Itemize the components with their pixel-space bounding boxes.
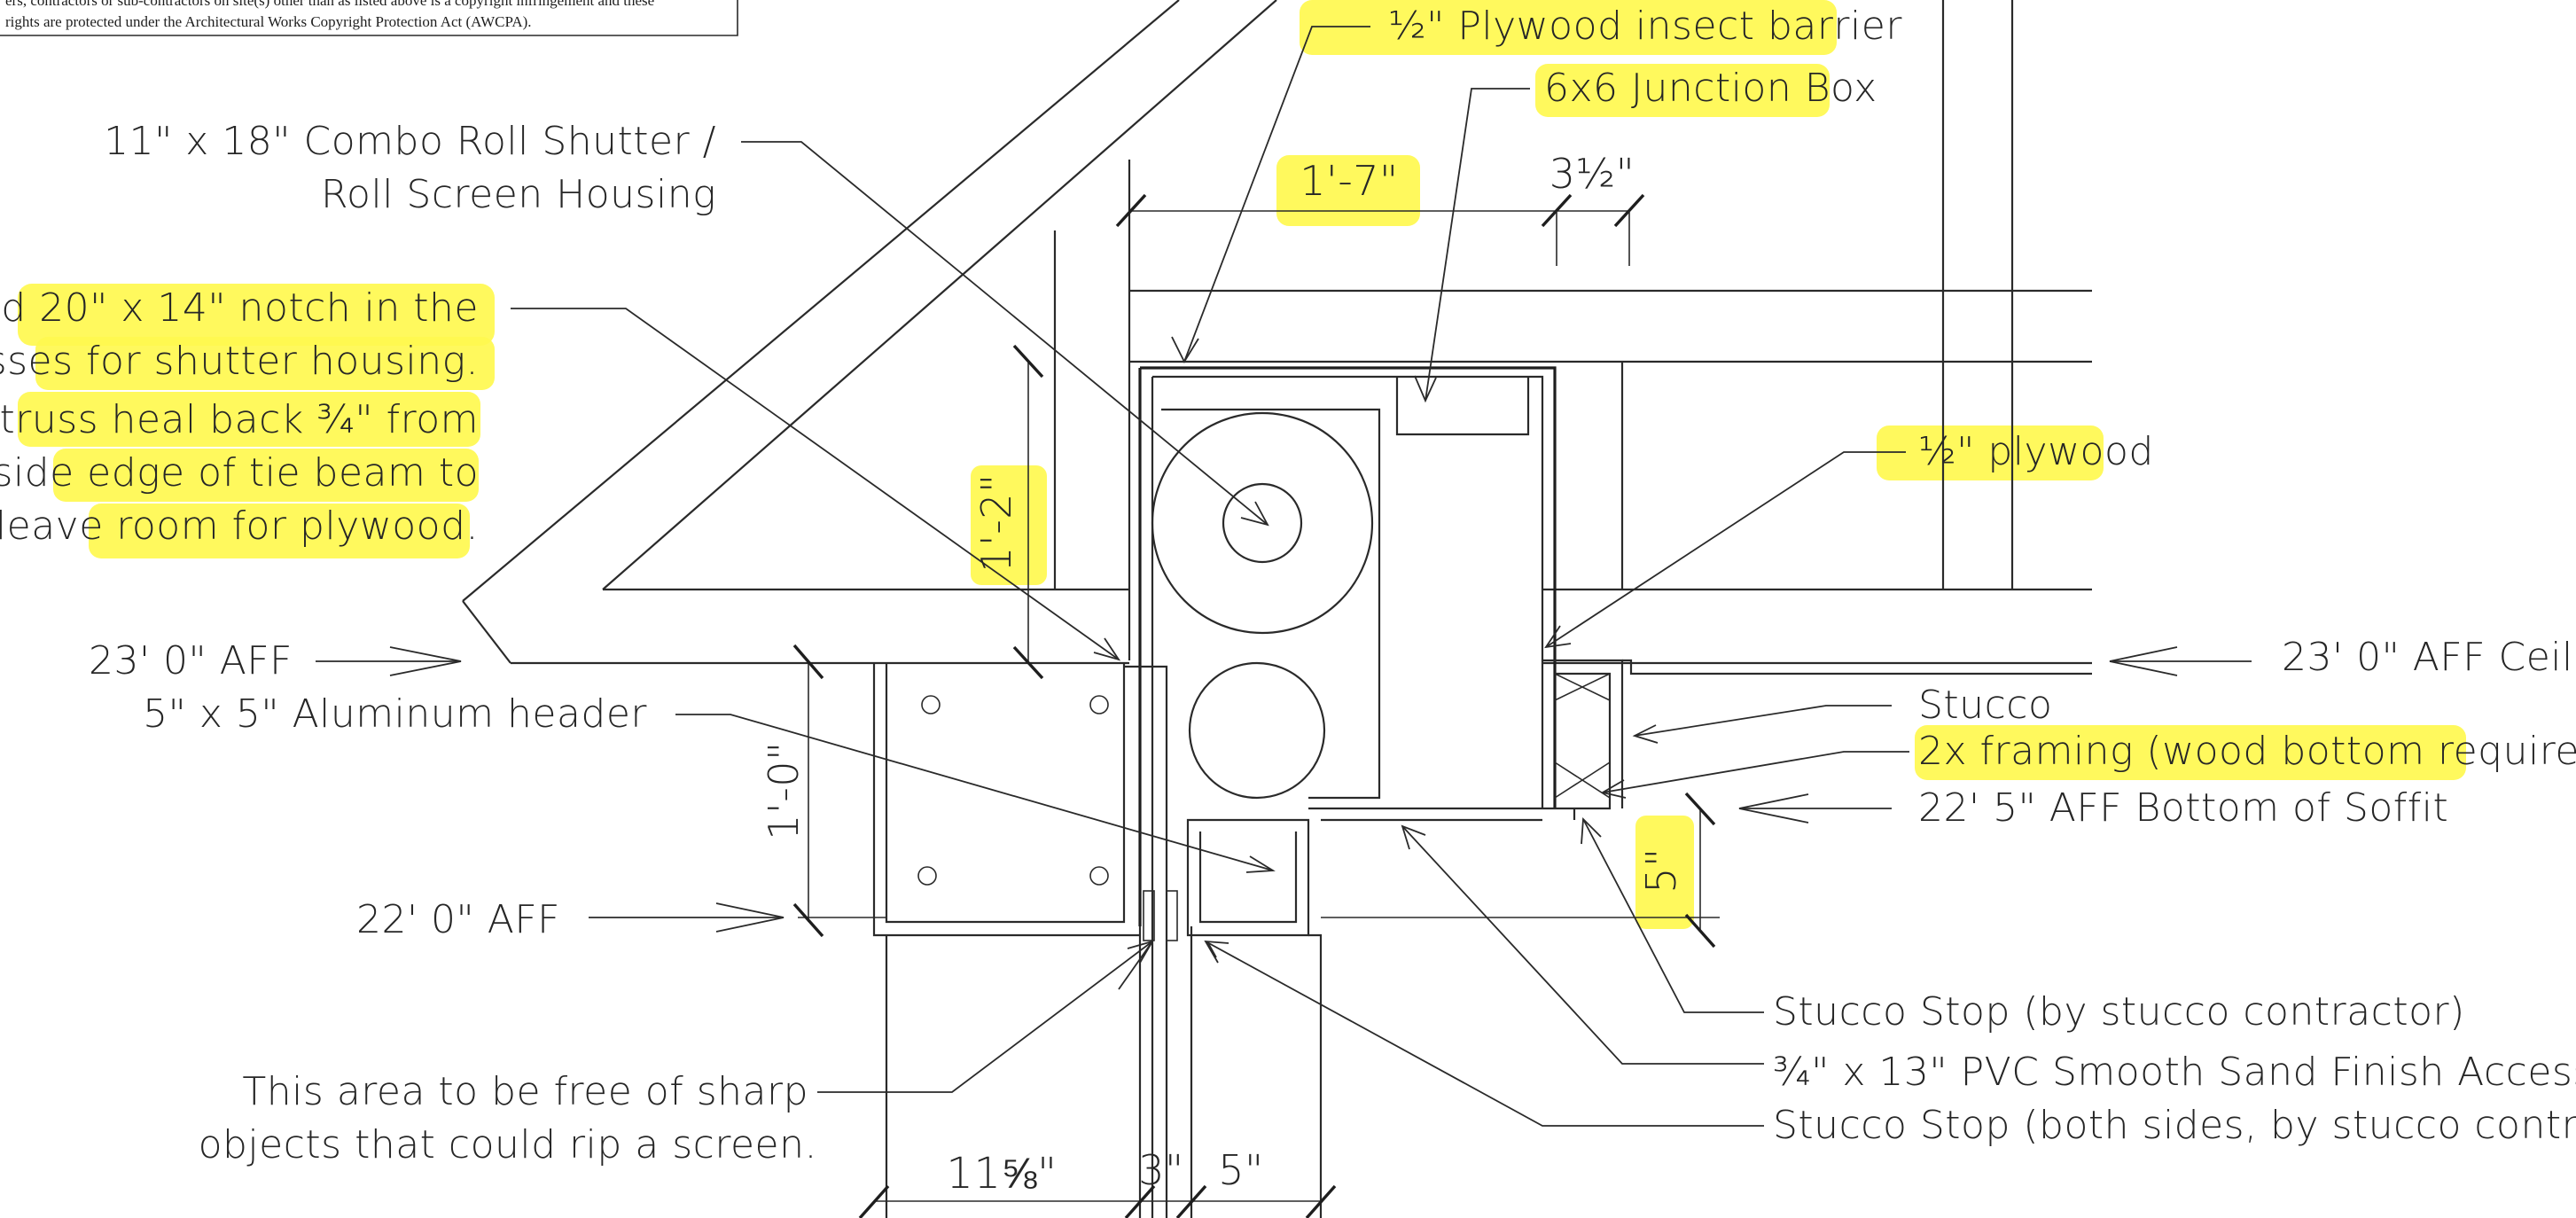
notch-note-line1: Add 20" x 14" notch in the bbox=[0, 285, 479, 331]
legal-note-line1: ers, contractors or sub-contractors on s… bbox=[5, 0, 654, 9]
callout-labels: ½" Plywood insect barrier 6x6 Junction B… bbox=[0, 4, 2576, 1167]
stucco-stop-label-2: Stucco Stop (both sides, by stucco contr… bbox=[1773, 1103, 2576, 1148]
shutter-housing-label-1: 11" x 18" Combo Roll Shutter / bbox=[104, 119, 716, 164]
dim-1-0-label: 1'-0" bbox=[760, 741, 808, 839]
leader-lines bbox=[316, 26, 2252, 1127]
dim-1-2-label: 1'-2" bbox=[972, 473, 1020, 572]
aff-23-ceiling-label: 23' 0" AFF Ceiling bbox=[2282, 635, 2576, 680]
legal-note: ers, contractors or sub-contractors on s… bbox=[0, 0, 738, 36]
plywood-label: ½" plywood bbox=[1918, 429, 2154, 474]
stucco-label: Stucco bbox=[1918, 683, 2052, 728]
stucco-stop-label-1: Stucco Stop (by stucco contractor) bbox=[1773, 989, 2465, 1035]
pvc-panel-label: ¾" x 13" PVC Smooth Sand Finish Access P… bbox=[1773, 1050, 2576, 1095]
framing-label: 2x framing (wood bottom required) bbox=[1918, 729, 2576, 774]
legal-note-line2: rights are protected under the Architect… bbox=[5, 13, 532, 30]
dim-11-5-8-label: 11⅝" bbox=[946, 1149, 1057, 1198]
dimension-lines bbox=[792, 193, 1716, 1218]
structure bbox=[462, 0, 2092, 1218]
notch-note-line5: leave room for plywood. bbox=[0, 504, 479, 549]
dim-5-bottom-label: 5" bbox=[1218, 1146, 1263, 1194]
dim-5-right-label: 5" bbox=[1637, 847, 1685, 893]
aff-22-label: 22' 0" AFF bbox=[356, 897, 560, 942]
screen-area-note-line1: This area to be free of sharp bbox=[242, 1069, 808, 1114]
aff-23-label: 23' 0" AFF bbox=[89, 638, 293, 683]
dim-3-half-label: 3½" bbox=[1550, 150, 1635, 198]
notch-note-line4: inside edge of tie beam to bbox=[0, 450, 479, 496]
highlights bbox=[18, 0, 2466, 929]
notch-note-line2: trusses for shutter housing. bbox=[0, 339, 479, 384]
screen-area-note-line2: objects that could rip a screen. bbox=[199, 1122, 817, 1167]
aluminum-header-label: 5" x 5" Aluminum header bbox=[143, 691, 647, 737]
dimension-labels: 1'-7" 3½" 1'-2" 1'-0" 5" 11⅝" 3" 5" bbox=[760, 150, 1685, 1198]
plywood-insect-barrier-label: ½" Plywood insect barrier bbox=[1388, 4, 1902, 49]
soffit-bottom-label: 22' 5" AFF Bottom of Soffit bbox=[1918, 785, 2448, 831]
dim-3-label: 3" bbox=[1138, 1146, 1183, 1194]
junction-box-label: 6x6 Junction Box bbox=[1544, 66, 1877, 111]
dim-1-7-label: 1'-7" bbox=[1300, 157, 1398, 205]
notch-note-line3: Hold truss heal back ¾" from bbox=[0, 397, 479, 442]
shutter-housing-label-2: Roll Screen Housing bbox=[321, 172, 716, 217]
